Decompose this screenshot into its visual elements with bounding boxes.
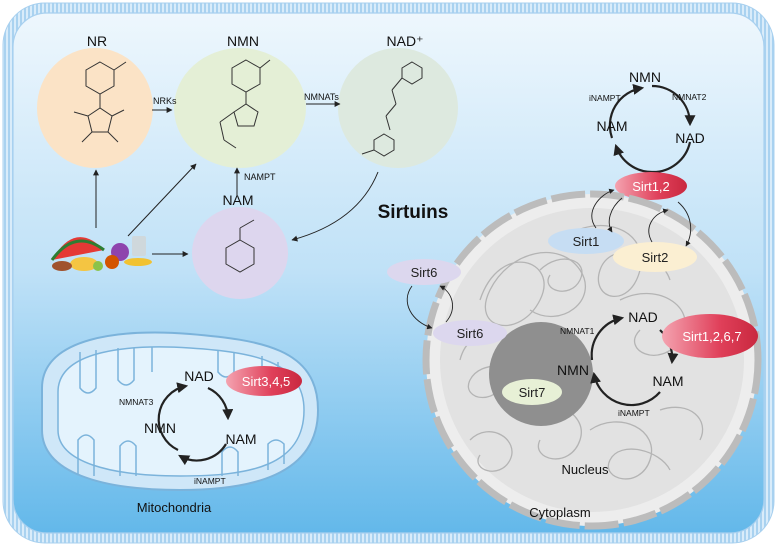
sirt12-badge — [615, 172, 687, 200]
cyto-nmnat2-label: NMNAT2 — [672, 92, 707, 102]
mito-arc-nam-nmn — [178, 443, 227, 466]
sirt6-outer-label: Sirt6 — [411, 265, 438, 280]
arrow-sirtuins-to-nam — [291, 171, 379, 242]
sirt345-label: Sirt3,4,5 — [242, 374, 290, 389]
nmnats-label: NMNATs — [304, 92, 339, 102]
cycle-arc-nad-nam — [651, 141, 692, 174]
cyto-nam-label: NAM — [596, 118, 627, 134]
nr-label: NR — [87, 33, 107, 49]
arrow-sirt12-to-sirt1 — [607, 197, 623, 233]
cycle-arc-nam-nmn — [608, 83, 645, 139]
nucleus-arc-nmn-nad — [590, 314, 625, 361]
mito-nad-label: NAD — [184, 368, 214, 384]
nucleus-nad-label: NAD — [628, 309, 658, 325]
sirt2-label: Sirt2 — [642, 250, 669, 265]
cytoplasm-nad-cycle — [608, 83, 696, 174]
nam-circle — [192, 207, 288, 299]
sirt7-badge — [502, 379, 562, 405]
arrow-sirt1-shuttle — [591, 188, 615, 229]
sirt12-label: Sirt1,2 — [632, 179, 670, 194]
sirt2-badge — [613, 242, 697, 272]
arrow-sirt6-out — [439, 285, 453, 323]
nmn-structure-icon — [219, 59, 271, 149]
nad-structure-icon — [361, 61, 423, 157]
nucleus-nmn-label: NMN — [557, 362, 589, 378]
sirt1-badge — [548, 228, 624, 254]
sirt6-inner-badge — [433, 320, 507, 346]
nucleus-label: Nucleus — [562, 462, 609, 477]
sirt6-inner-label: Sirt6 — [457, 326, 484, 341]
nad-plus-circle — [338, 48, 458, 168]
sirtuins-title: Sirtuins — [378, 202, 449, 223]
mito-arc-nmn-nad — [157, 382, 189, 451]
mito-nam-label: NAM — [225, 431, 256, 447]
sirt7-label: Sirt7 — [519, 385, 546, 400]
nmn-label: NMN — [227, 33, 259, 49]
mito-nmn-label: NMN — [144, 420, 176, 436]
sirt1267-label: Sirt1,2,6,7 — [682, 329, 741, 344]
nucleus-nmnat1-label: NMNAT1 — [560, 326, 595, 336]
nr-structure-icon — [73, 61, 127, 143]
food-icon — [50, 236, 152, 271]
nam-label: NAM — [222, 192, 253, 208]
nam-structure-icon — [225, 219, 255, 273]
arrow-sirt12-to-sirt2 — [677, 201, 692, 247]
nampt-label: NAMPT — [244, 172, 276, 182]
nrks-label: NRKs — [153, 96, 177, 106]
arrow-sirt6-in — [406, 285, 433, 330]
cytoplasm-label: Cytoplasm — [529, 505, 590, 520]
nad-plus-label: NAD⁺ — [387, 33, 424, 49]
cyto-nmn-label: NMN — [629, 69, 661, 85]
cyto-inampt-label: iNAMPT — [589, 93, 621, 103]
sirt6-outer-badge — [387, 259, 461, 285]
mitochondria-label: Mitochondria — [137, 500, 212, 515]
cyto-nad-label: NAD — [675, 130, 705, 146]
nr-circle — [37, 48, 153, 168]
sirt345-badge — [226, 366, 302, 396]
nucleus-inampt-label: iNAMPT — [618, 408, 650, 418]
arrow-sirt2-shuttle — [648, 208, 669, 243]
sirt1-label: Sirt1 — [573, 234, 600, 249]
mito-nmnat3-label: NMNAT3 — [119, 397, 154, 407]
nucleus-arc-nam-nmn — [590, 371, 661, 407]
cycle-arc-bottom — [613, 143, 653, 174]
sirt1267-badge — [662, 314, 758, 358]
cycle-arc-nmn-nad — [651, 84, 696, 127]
nucleus-nam-label: NAM — [652, 373, 683, 389]
mito-arc-nad-nam — [207, 386, 234, 421]
mito-inampt-label: iNAMPT — [194, 476, 226, 486]
arrow-food-to-nmn — [127, 163, 197, 237]
